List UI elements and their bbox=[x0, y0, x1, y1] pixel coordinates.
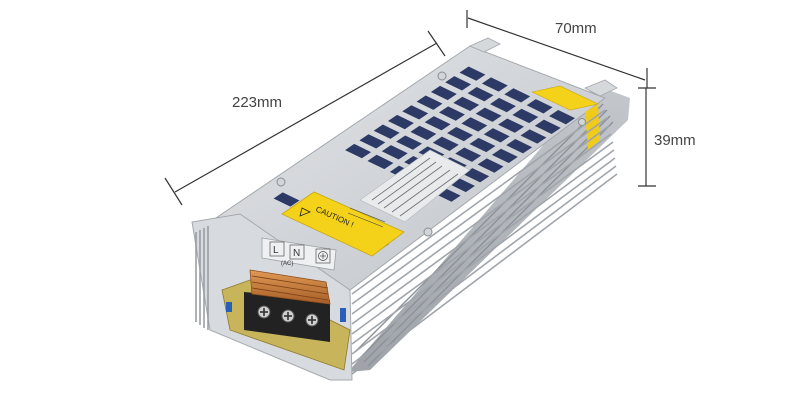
caution-label bbox=[281, 191, 405, 257]
vent-slot bbox=[506, 139, 533, 154]
vent-slot bbox=[469, 137, 496, 153]
terminal-N-label: N bbox=[293, 248, 300, 259]
vent-slot bbox=[396, 135, 422, 150]
width-dimension-label: 70mm bbox=[555, 20, 597, 37]
vent-slot bbox=[481, 77, 508, 92]
vent-slot bbox=[359, 134, 386, 149]
vent-slot bbox=[367, 154, 394, 170]
vent-slot bbox=[447, 126, 473, 142]
front-fins bbox=[351, 109, 618, 375]
vent-slot bbox=[461, 117, 488, 132]
vent-slot bbox=[453, 96, 480, 112]
vent-slot bbox=[477, 158, 504, 173]
vent-slot bbox=[491, 148, 518, 164]
vent-slot bbox=[373, 124, 400, 139]
vent-slot bbox=[445, 76, 472, 91]
vent-slot bbox=[273, 192, 300, 207]
right-side-fins bbox=[348, 85, 630, 372]
vent-slot bbox=[498, 118, 524, 133]
vent-slot bbox=[534, 119, 561, 134]
vent-slot bbox=[483, 128, 510, 143]
terminal-ac-label: (AC) bbox=[281, 261, 293, 267]
terminal-L-label: L bbox=[273, 245, 279, 256]
vent-slot bbox=[490, 97, 516, 113]
vent-slot bbox=[388, 114, 414, 130]
vent-slot bbox=[345, 143, 371, 159]
vent-slot bbox=[549, 110, 575, 125]
vent-slot bbox=[504, 88, 531, 103]
dimension-lines bbox=[164, 10, 656, 206]
vent-slot bbox=[402, 105, 429, 120]
length-dimension-label: 223mm bbox=[232, 94, 283, 111]
terminal-block bbox=[244, 269, 331, 342]
screws bbox=[276, 71, 586, 237]
vent-slot bbox=[410, 125, 437, 141]
vent-slot bbox=[430, 85, 457, 101]
vent-slot bbox=[432, 136, 459, 151]
vent-slot bbox=[455, 147, 482, 162]
height-dimension-label: 39mm bbox=[654, 132, 696, 149]
vent-slot bbox=[467, 87, 494, 102]
vent-slot bbox=[439, 106, 465, 121]
warning-triangle-icon bbox=[299, 207, 311, 217]
vent-slot bbox=[526, 99, 553, 114]
vent-slot bbox=[463, 168, 490, 183]
terminal-plate bbox=[261, 237, 337, 271]
ground-symbol-icon bbox=[315, 248, 331, 264]
vent-slot bbox=[475, 107, 502, 122]
vent-slot bbox=[381, 145, 408, 160]
vent-slot bbox=[512, 108, 539, 124]
vent-slot bbox=[459, 66, 486, 81]
vent-slot bbox=[416, 95, 443, 110]
vent-slot bbox=[424, 116, 451, 131]
vent-slot bbox=[520, 129, 547, 144]
left-side-fins bbox=[195, 226, 209, 330]
